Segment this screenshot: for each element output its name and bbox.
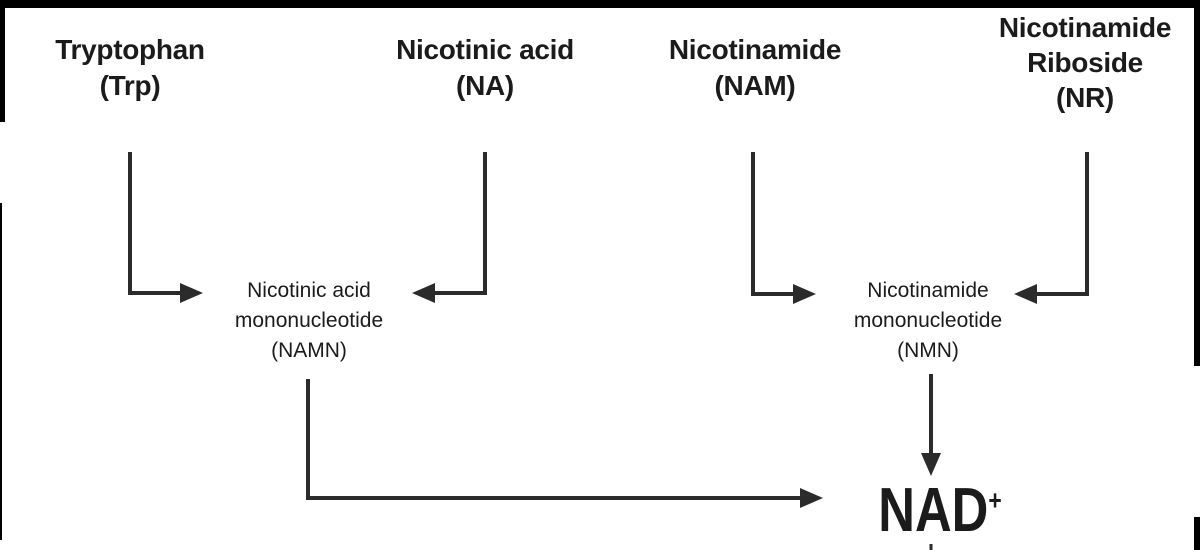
node-abbreviation: (NMN) [897,339,959,362]
node-nmn: Nicotinamide mononucleotide (NMN) [808,276,1048,366]
arrow-nr-to-nmn [1014,152,1089,304]
node-label: Nicotinamide [668,34,842,65]
node-label: Nicotinamide [998,12,1172,43]
node-label: Riboside [1027,47,1143,78]
node-nicotinamide: Nicotinamide (NAM) [635,32,875,104]
nad-label: NAD [878,476,989,545]
node-abbreviation: (NR) [1056,82,1114,113]
scan-border-right-upper [1194,0,1200,366]
node-abbreviation: (NAMN) [271,339,347,362]
node-tryptophan: Tryptophan (Trp) [10,32,250,104]
node-abbreviation: (NA) [456,70,514,101]
node-label: Nicotinamide [867,279,989,302]
arrow-na-to-namn [412,152,487,303]
node-label: mononucleotide [853,309,1003,332]
scan-border-left-upper [0,0,5,122]
node-nicotinic-acid: Nicotinic acid (NA) [365,32,605,104]
node-abbreviation: (Trp) [99,70,161,101]
arrow-trp-to-namn [128,152,203,303]
scan-border-top [0,0,1200,8]
node-label: Nicotinic acid [396,34,574,65]
arrow-nam-to-nmn [751,152,816,304]
node-abbreviation: (NAM) [714,70,796,101]
arrow-namn-to-nad [306,379,823,508]
node-label: Tryptophan [55,34,205,65]
node-nad: NAD+ [858,480,1022,542]
scan-border-right-lower [1194,517,1200,550]
scan-border-left-lower [0,203,2,540]
node-label: Nicotinic acid [247,279,371,302]
node-namn: Nicotinic acid mononucleotide (NAMN) [189,276,429,366]
arrow-nmn-to-nad [921,374,941,476]
node-nicotinamide-riboside: Nicotinamide Riboside (NR) [965,10,1200,115]
nad-superscript-plus: + [988,484,1002,516]
node-label: mononucleotide [234,309,384,332]
